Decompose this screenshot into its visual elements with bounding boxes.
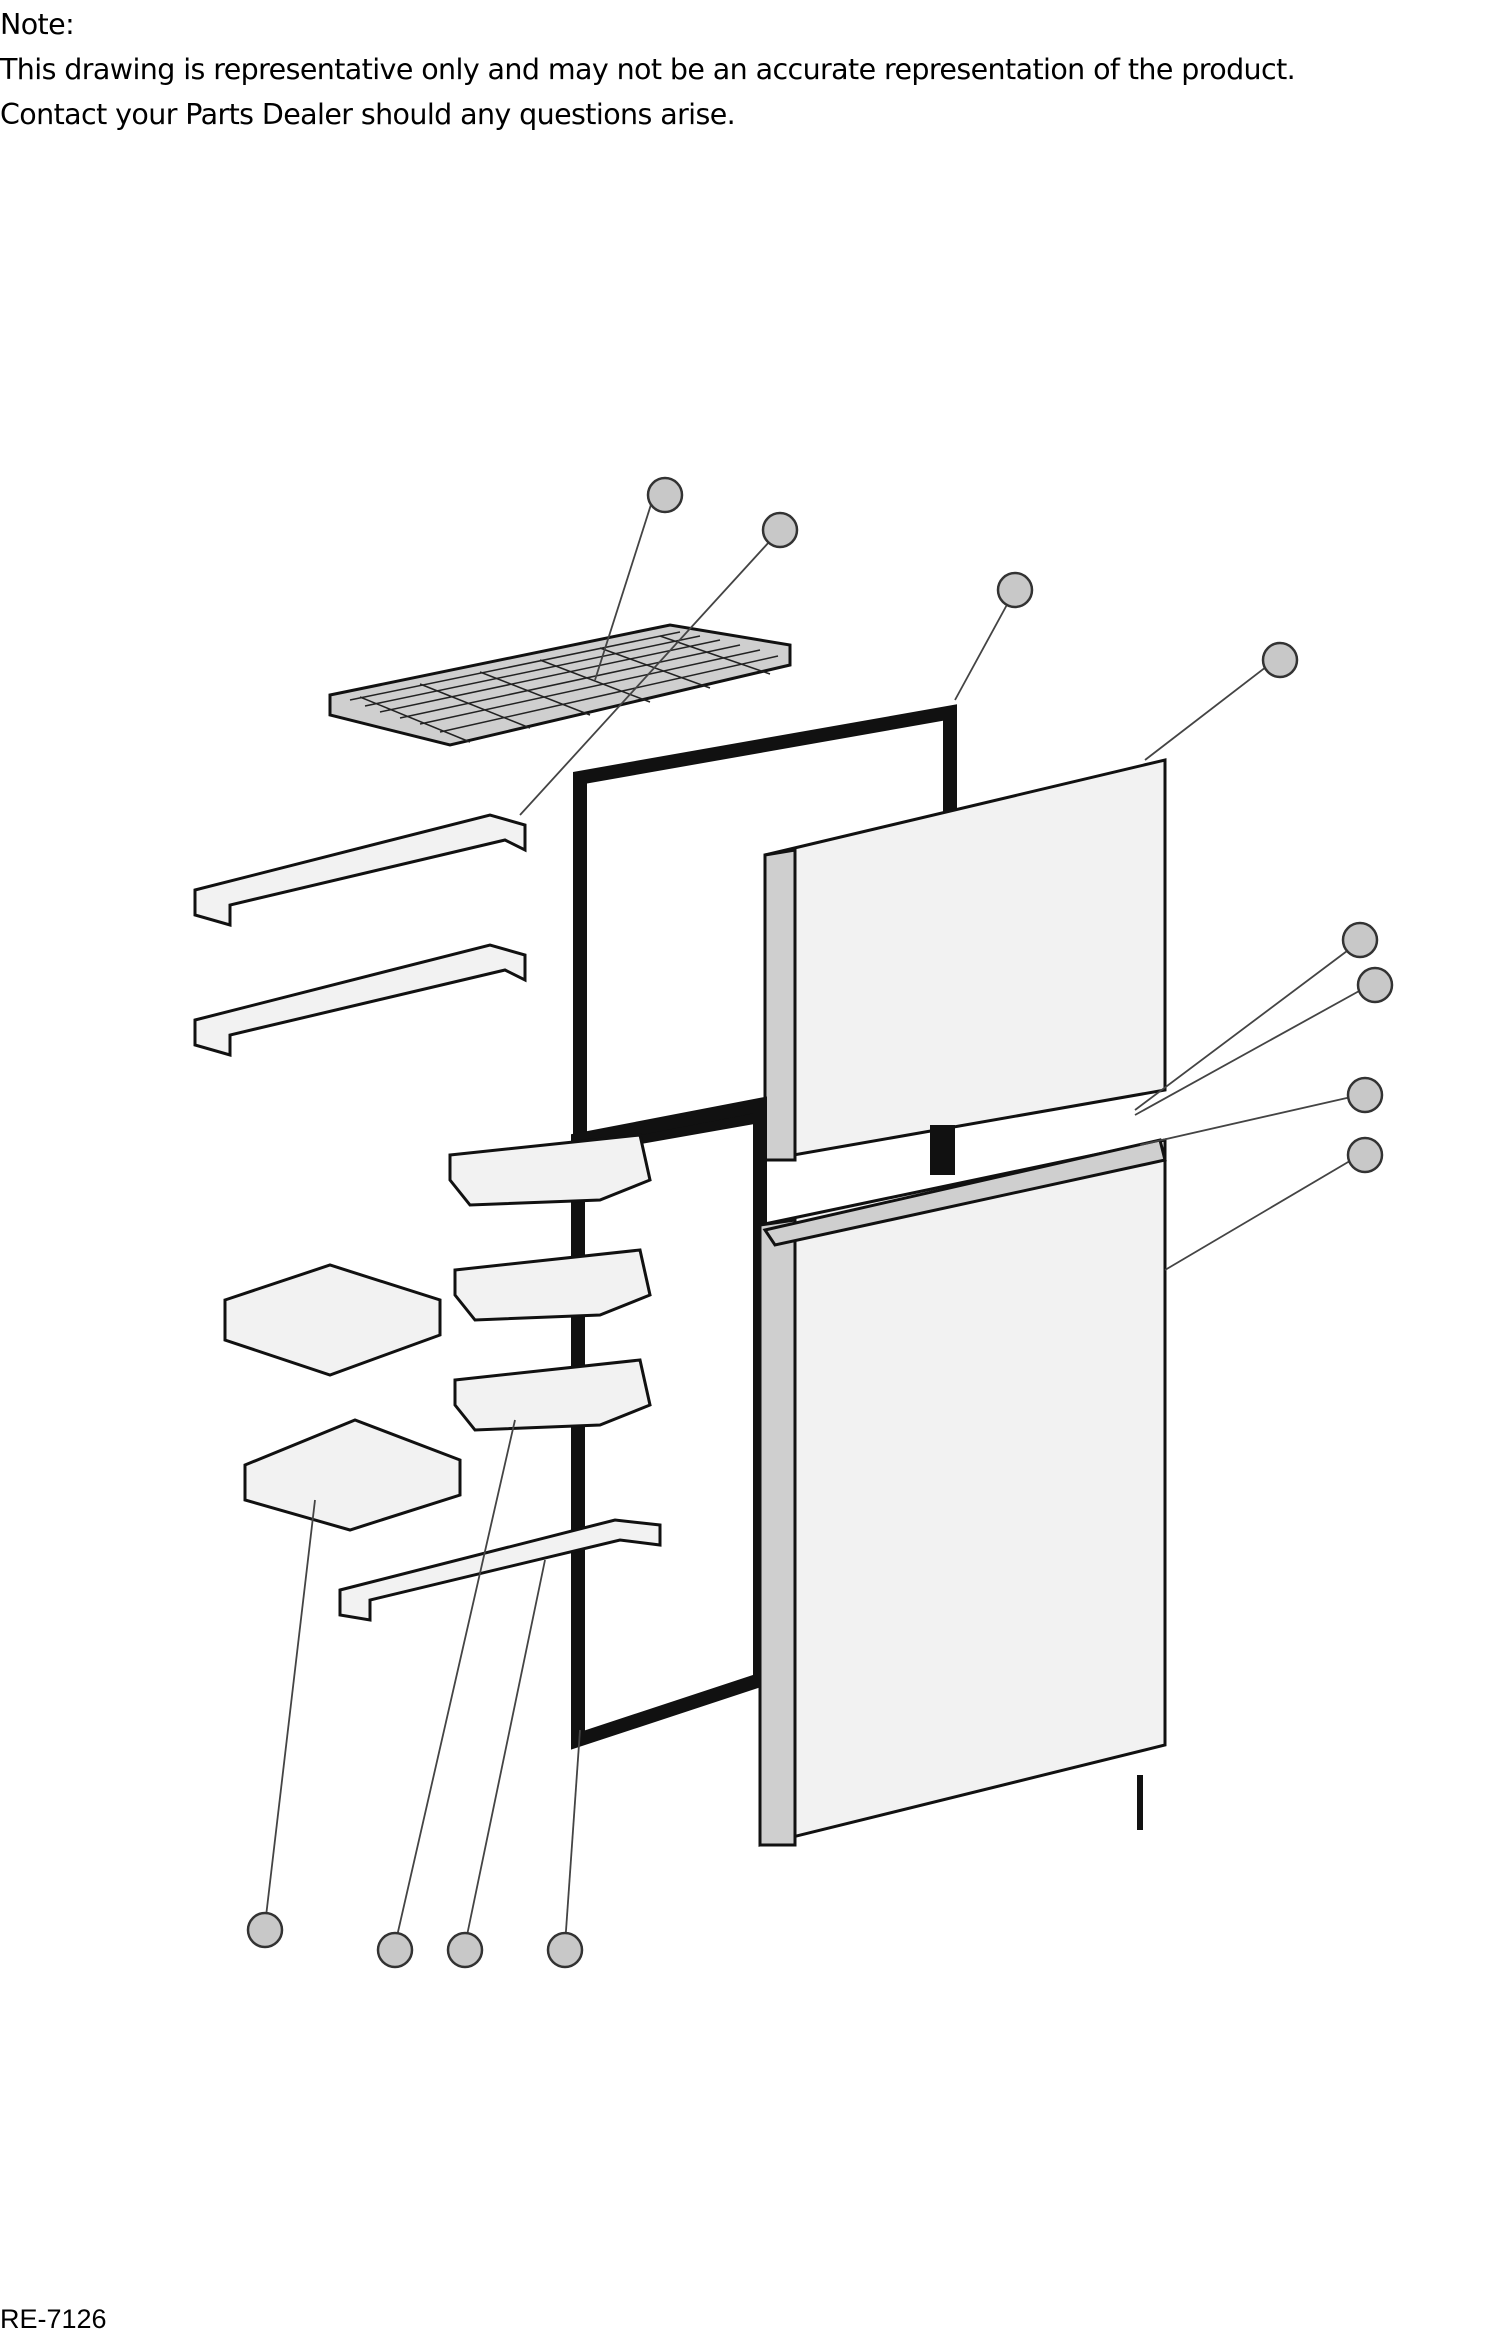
note-line-2: Contact your Parts Dealer should any que…: [0, 98, 736, 131]
door-shelf-bar-upper: [193, 813, 527, 927]
callout-markers: [246, 476, 1394, 1969]
door-shelf-bar-middle: [193, 943, 527, 1057]
fridge-door: [758, 1138, 1167, 1847]
door-bin-3: [453, 1358, 652, 1432]
door-bin-2: [453, 1248, 652, 1322]
leader-lines: [264, 491, 1371, 1946]
diagram-code: RE-7126: [0, 2304, 107, 2334]
freezer-door: [763, 758, 1167, 1175]
door-shelf-bar-lower: [338, 1518, 662, 1622]
wire-shelf: [328, 623, 792, 747]
note-line-1: This drawing is representative only and …: [0, 53, 1296, 86]
crisper-basket-1: [223, 1263, 442, 1377]
door-hinge-spacer: [930, 1125, 955, 1175]
crisper-basket-2: [243, 1418, 462, 1532]
disclaimer-note: Note: This drawing is representative onl…: [0, 2, 1500, 137]
note-heading: Note:: [0, 8, 75, 41]
door-bin-1: [448, 1133, 652, 1207]
